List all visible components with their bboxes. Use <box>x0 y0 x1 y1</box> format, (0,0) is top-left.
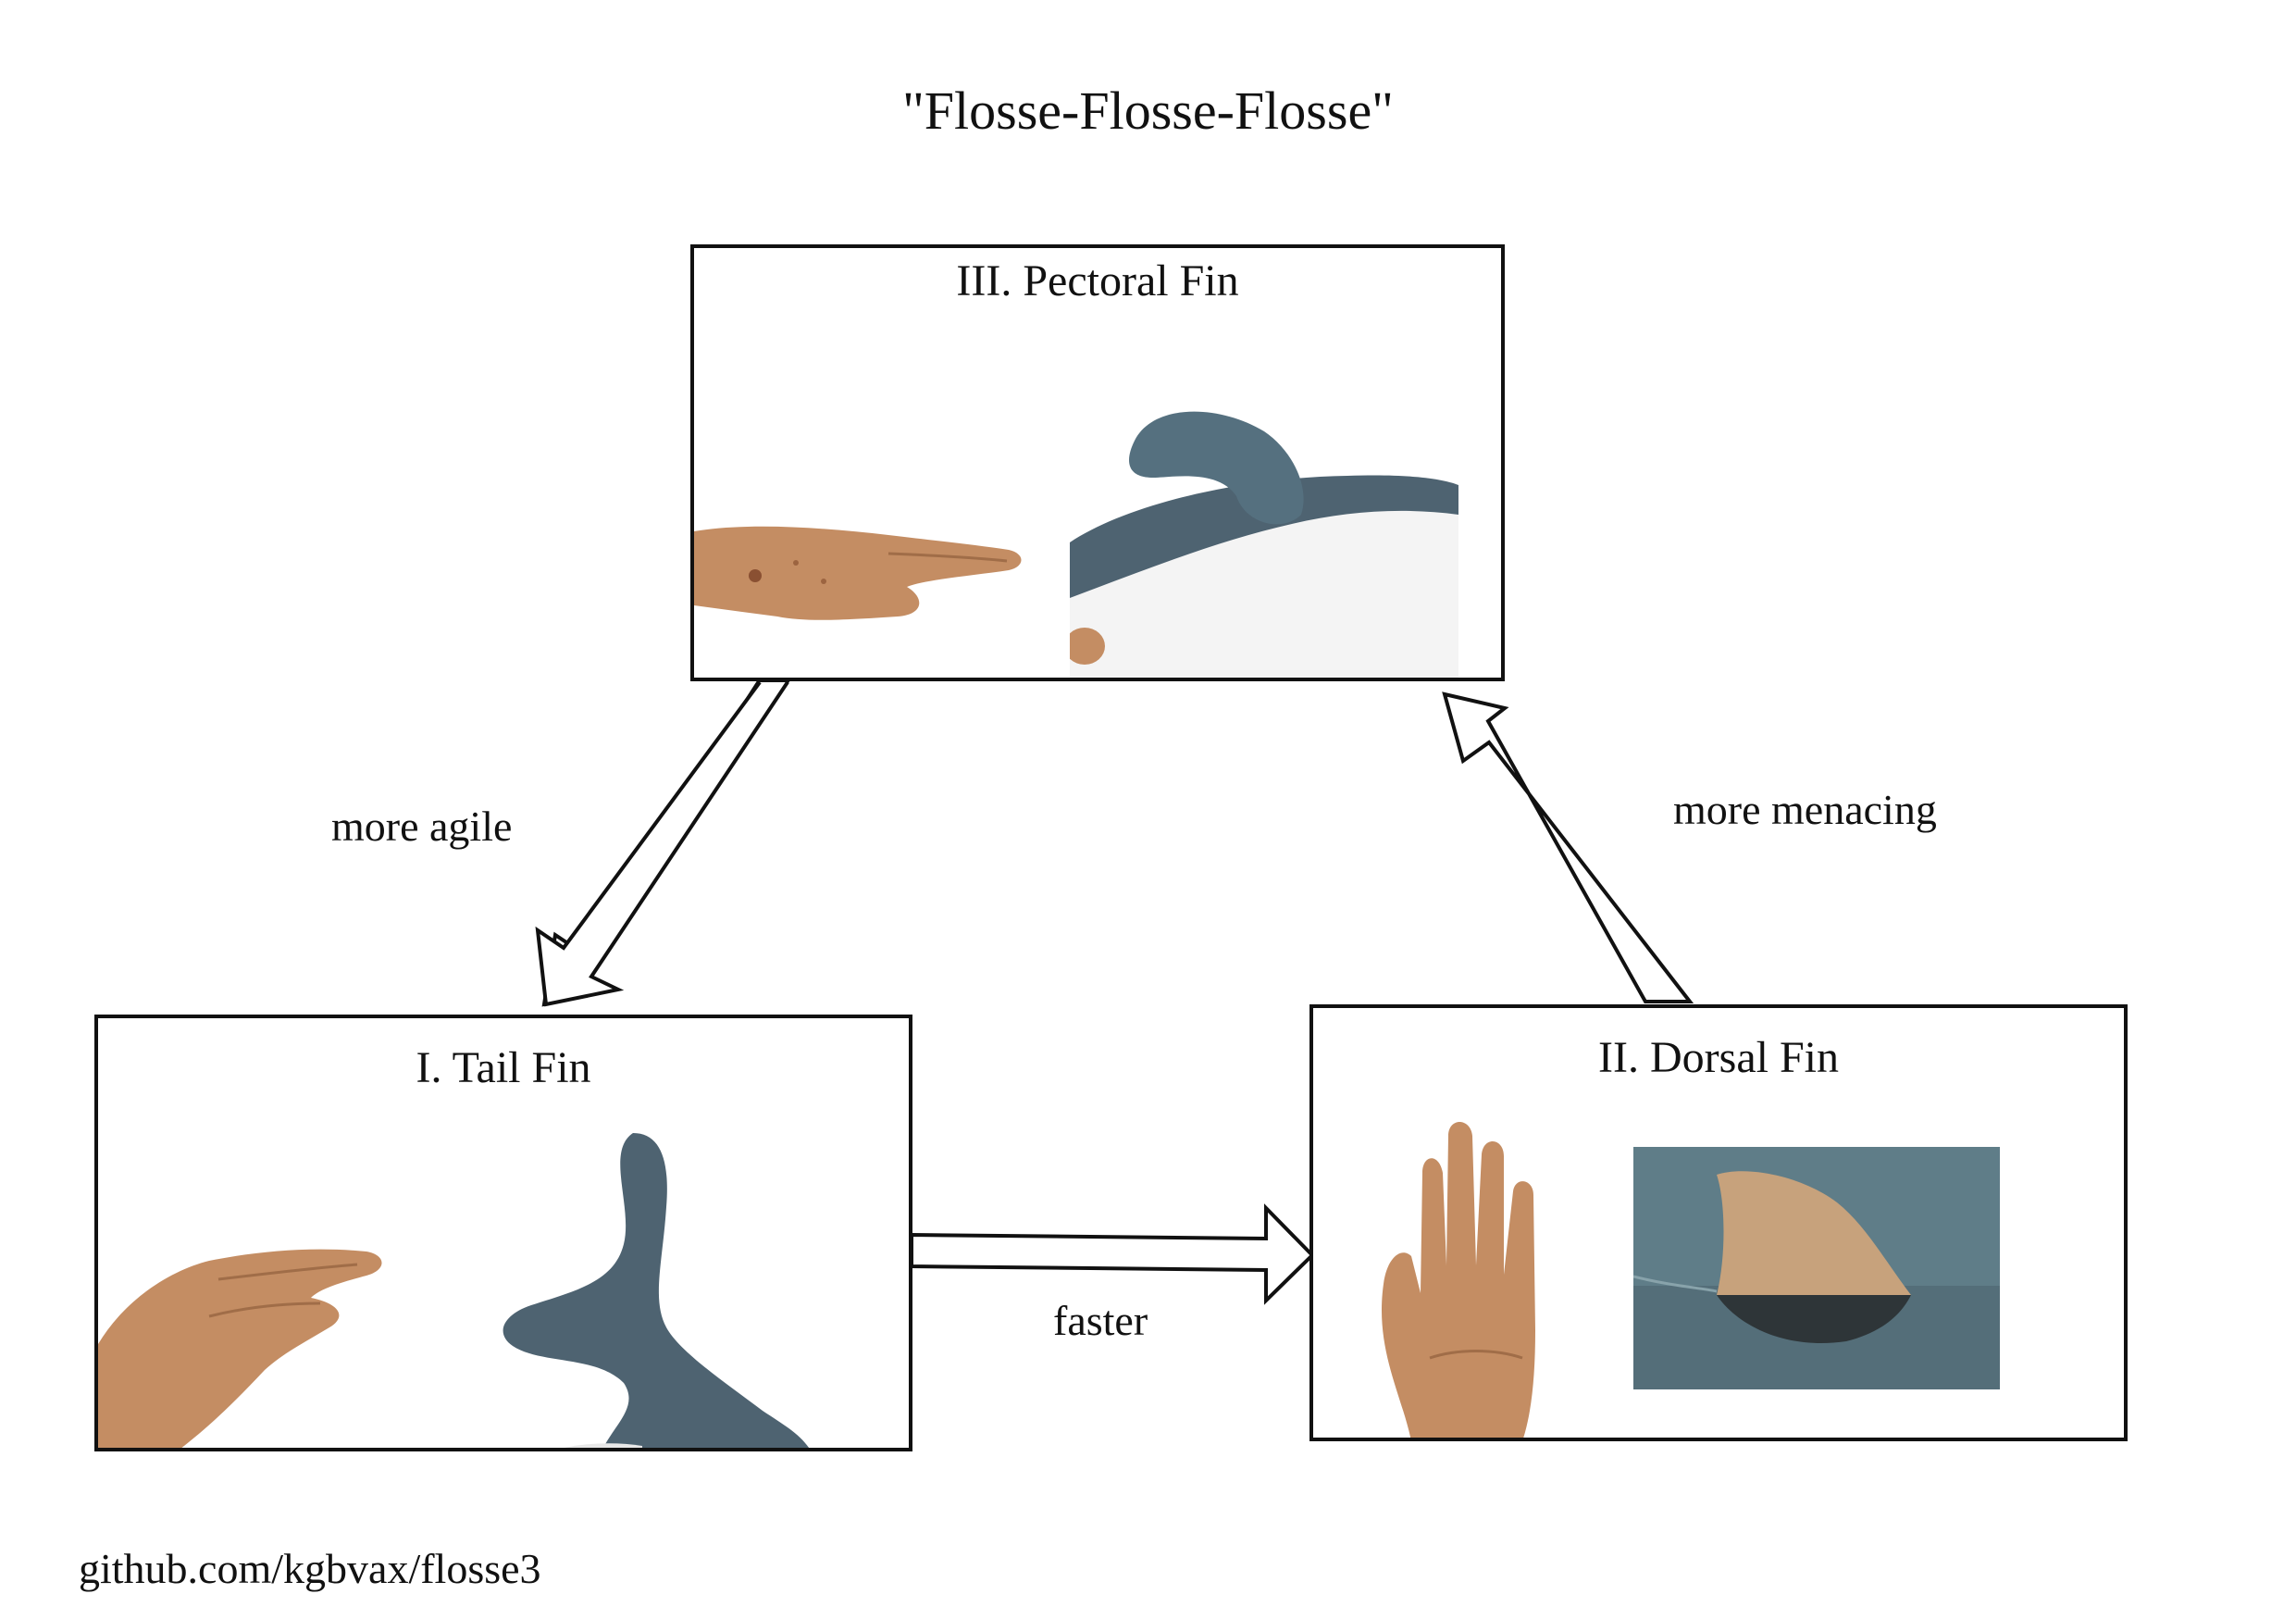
cupped-hand-photo <box>98 1249 382 1448</box>
plush-pectoral-fin-photo <box>1070 411 1458 678</box>
raised-hand-photo <box>1381 1122 1535 1438</box>
edge-label-more-menacing: more menacing <box>1673 786 1937 833</box>
diagram-title: "Flosse-Flosse-Flosse" <box>902 81 1394 141</box>
arrow-pectoral-to-tail-outline <box>535 680 789 1007</box>
flat-hand-photo <box>694 526 1022 620</box>
shark-dorsal-fin-photo <box>1633 1147 2000 1389</box>
node-dorsal-fin: II. Dorsal Fin <box>1309 1004 2128 1441</box>
arrow-dorsal-to-pectoral <box>1442 691 1694 1003</box>
footer-repo-link[interactable]: github.com/kgbvax/flosse3 <box>79 1545 541 1592</box>
node-pectoral-fin: III. Pectoral Fin <box>690 244 1505 681</box>
edge-label-faster: faster <box>1053 1297 1148 1344</box>
node-tail-fin: I. Tail Fin <box>94 1015 912 1451</box>
plush-tail-fin-photo <box>503 1133 809 1448</box>
node-tail-fin-label: I. Tail Fin <box>416 1043 591 1092</box>
edge-label-more-agile: more agile <box>331 803 513 850</box>
node-pectoral-fin-label: III. Pectoral Fin <box>956 256 1239 305</box>
arrow-tail-to-dorsal <box>910 1203 1315 1305</box>
node-dorsal-fin-label: II. Dorsal Fin <box>1598 1033 1839 1082</box>
